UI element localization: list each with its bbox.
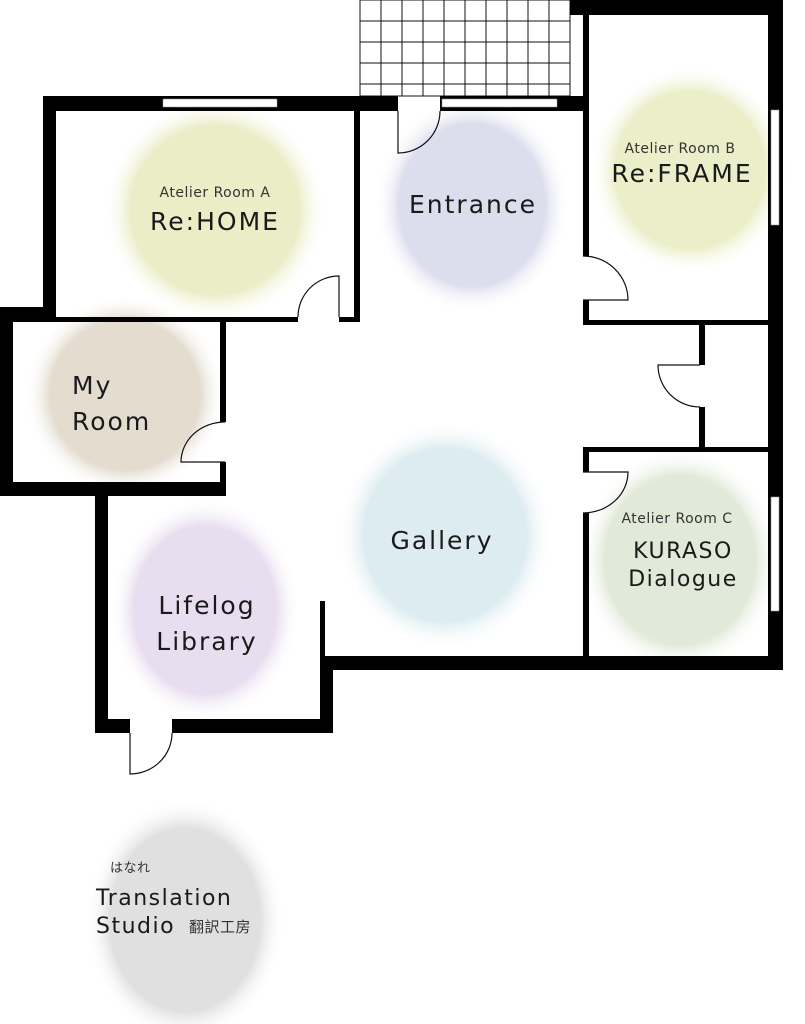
- entrance-title: Entrance: [409, 190, 537, 219]
- atelier-c-title-line1: KURASO: [633, 539, 733, 564]
- windows: [162, 98, 780, 612]
- room-blob-atelier-a: [103, 98, 327, 322]
- room-blob-entrance: [375, 97, 569, 313]
- translation-ruby: はなれ: [110, 861, 151, 876]
- room-blob-atelier-c: [580, 448, 780, 672]
- translation-title-jp: 翻訳工房: [189, 918, 251, 936]
- balcony-tiles: [359, 0, 571, 97]
- room-blob-translation: [85, 798, 285, 1024]
- gallery-title: Gallery: [390, 526, 493, 555]
- doors: [129, 110, 701, 775]
- my-room-title-line1: My: [72, 371, 112, 400]
- door-atelier-c: [582, 471, 629, 514]
- translation-title-line1: Translation: [95, 886, 232, 911]
- atelier-b-title: Re:FRAME: [611, 159, 752, 188]
- lifelog-title-line1: Lifelog: [158, 591, 255, 620]
- room-blob-my-room: [25, 295, 225, 495]
- door-closet: [657, 364, 701, 408]
- door-atelier-b: [582, 255, 629, 301]
- door-entrance: [397, 110, 441, 154]
- room-blob-lifelog: [110, 498, 300, 722]
- room-blob-atelier-b: [590, 65, 790, 275]
- lifelog-title-line2: Library: [156, 627, 257, 656]
- translation-title-line2: Studio: [96, 914, 175, 939]
- atelier-c-title-line2: Dialogue: [628, 567, 738, 592]
- door-atelier-a: [297, 275, 340, 318]
- room-blob-gallery: [337, 420, 553, 650]
- atelier-a-subtitle: Atelier Room A: [160, 185, 271, 201]
- atelier-c-subtitle: Atelier Room C: [621, 511, 732, 527]
- door-lifelog: [129, 732, 173, 775]
- atelier-b-subtitle: Atelier Room B: [625, 141, 736, 157]
- door-my-room: [180, 421, 226, 463]
- my-room-title-line2: Room: [72, 407, 151, 436]
- atelier-a-title: Re:HOME: [150, 207, 280, 236]
